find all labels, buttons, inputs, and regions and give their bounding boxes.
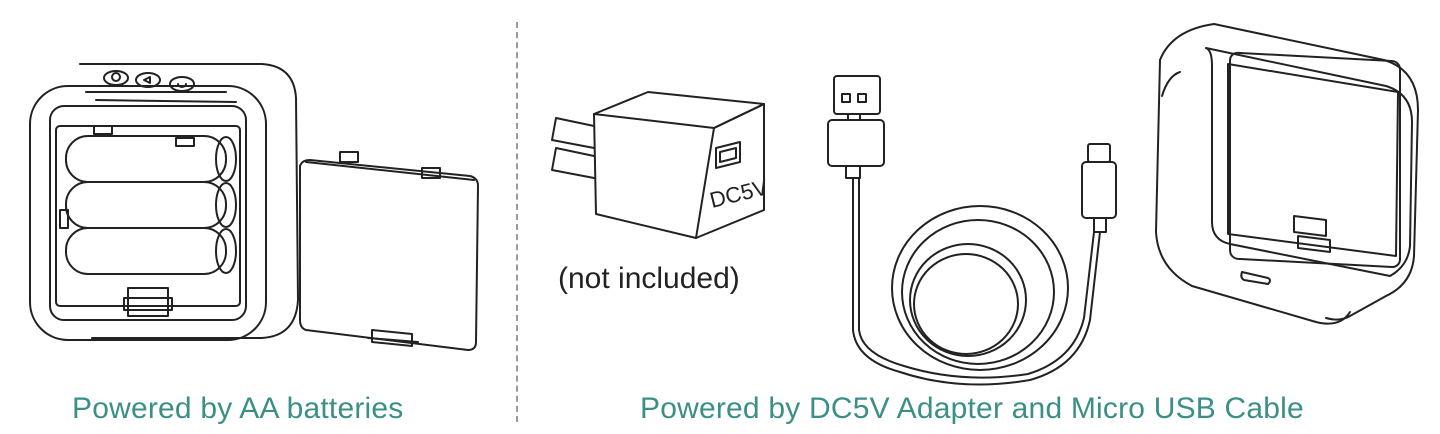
battery-device-illustration (29, 63, 299, 341)
usb-cable-illustration (827, 75, 1117, 386)
adapter-note: (not included) (558, 262, 740, 295)
battery-caption: Powered by AA batteries (72, 392, 404, 425)
panel-divider (516, 22, 518, 422)
adapter-caption: Powered by DC5V Adapter and Micro USB Ca… (640, 392, 1304, 425)
usb-adapter-illustration: DC5V (551, 91, 770, 239)
battery-lid-illustration (299, 151, 479, 351)
device-back-illustration (1155, 23, 1419, 325)
adapter-label: DC5V (707, 174, 770, 213)
